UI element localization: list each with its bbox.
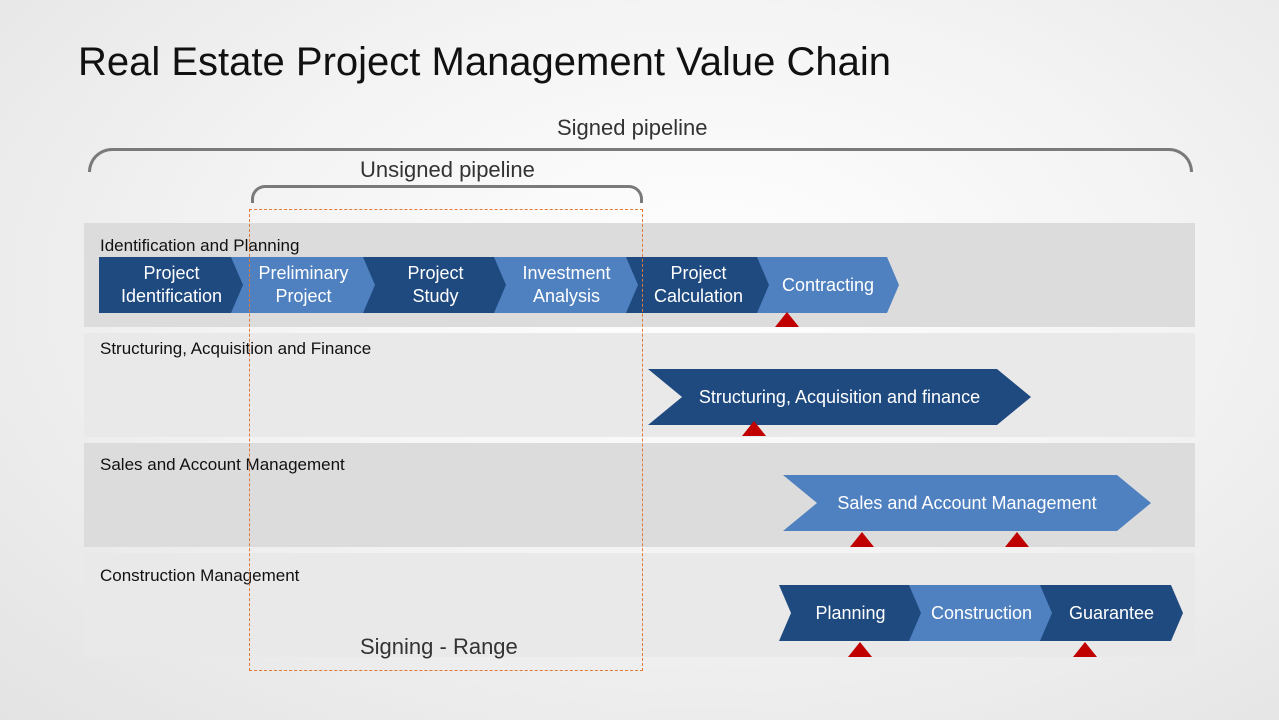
step-contracting: Contracting (757, 257, 899, 313)
step-planning: Planning (779, 585, 922, 641)
unsigned-pipeline-bracket (251, 185, 643, 203)
step-structuring-acquisition-finance: Structuring, Acquisition and finance (648, 369, 1031, 425)
signed-pipeline-bracket (88, 148, 1193, 172)
milestone-marker (1073, 642, 1097, 657)
milestone-marker (775, 312, 799, 327)
signing-range-box (249, 209, 643, 671)
milestone-marker (850, 532, 874, 547)
milestone-marker (848, 642, 872, 657)
row-label-sales: Sales and Account Management (100, 455, 345, 474)
step-guarantee: Guarantee (1040, 585, 1183, 641)
signing-range-label: Signing - Range (360, 634, 518, 659)
milestone-marker (1005, 532, 1029, 547)
milestone-marker (742, 421, 766, 436)
unsigned-pipeline-label: Unsigned pipeline (360, 157, 535, 182)
row-label-structuring: Structuring, Acquisition and Finance (100, 339, 372, 358)
page-title: Real Estate Project Management Value Cha… (78, 40, 892, 84)
step-construction: Construction (909, 585, 1054, 641)
step-sales-account-management: Sales and Account Management (783, 475, 1151, 531)
signed-pipeline-label: Signed pipeline (557, 115, 708, 140)
